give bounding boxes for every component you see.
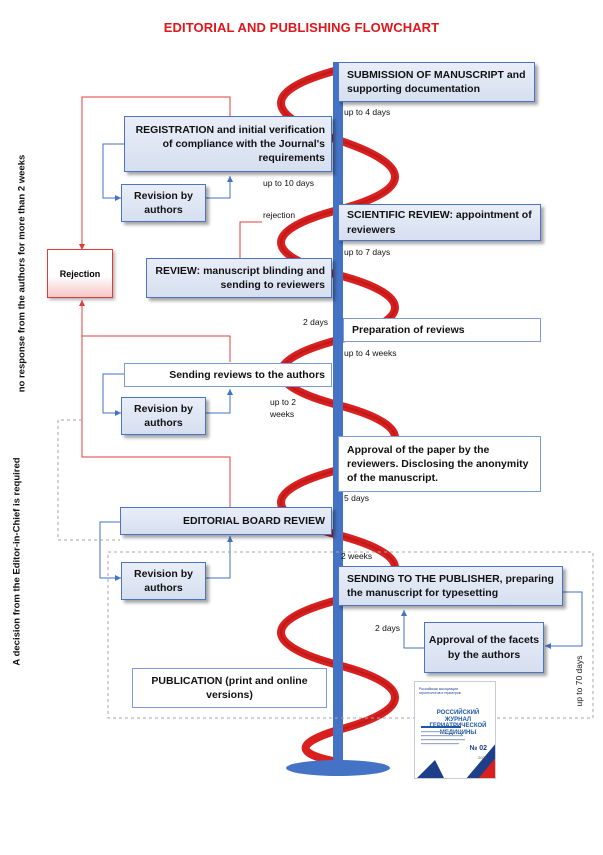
- label-up-to-70-days: up to 70 days: [574, 655, 584, 707]
- cover-issue: № 02: [469, 745, 487, 752]
- publication-box: PUBLICATION (print and online versions): [132, 668, 327, 708]
- revision-loops: [99, 143, 583, 649]
- sending-reviews-box: Sending reviews to the authors: [124, 363, 332, 387]
- revision-label-1: Revision by authors: [134, 189, 193, 216]
- cover-graphic: [417, 726, 495, 778]
- facets-box: Approval of the facets by the authors: [424, 622, 544, 673]
- review-box: REVIEW: manuscript blinding and sending …: [146, 258, 332, 298]
- central-spine: [333, 62, 343, 767]
- label-up-to-4-days: up to 4 days: [344, 107, 391, 117]
- approval-label: Approval of the paper by the reviewers. …: [347, 443, 529, 485]
- revision-box-1: Revision by authors: [121, 184, 206, 222]
- scientific-review-label: SCIENTIFIC REVIEW: appointment of review…: [347, 209, 532, 236]
- rejection-label: Rejection: [59, 268, 101, 279]
- label-2-days: 2 days: [303, 317, 329, 327]
- submission-box: SUBMISSION OF MANUSCRIPT and supporting …: [338, 62, 535, 102]
- page-title: EDITORIAL AND PUBLISHING FLOWCHART: [163, 20, 440, 35]
- approval-box: Approval of the paper by the reviewers. …: [338, 436, 541, 492]
- sending-reviews-label: Sending reviews to the authors: [169, 368, 325, 381]
- rejection-box: Rejection: [47, 249, 113, 298]
- cover-publisher: Российская ассоциация геронтологов и гер…: [419, 687, 461, 696]
- label-up-to-7-days: up to 7 days: [344, 247, 391, 257]
- registration-label: REGISTRATION and initial verification of…: [135, 123, 325, 165]
- rejection-connectors: [79, 96, 262, 507]
- label-up-to-2-weeks: up to 2 weeks: [270, 397, 296, 420]
- facets-label: Approval of the facets by the authors: [428, 634, 540, 661]
- label-rejection: rejection: [263, 210, 296, 220]
- label-2-days-b: 2 days: [375, 623, 401, 633]
- registration-box: REGISTRATION and initial verification of…: [124, 116, 332, 172]
- label-up-to-10-days: up to 10 days: [263, 178, 315, 188]
- label-up-to-4-weeks: up to 4 weeks: [344, 348, 397, 358]
- preparation-box: Preparation of reviews: [343, 318, 541, 342]
- scientific-review-box: SCIENTIFIC REVIEW: appointment of review…: [338, 204, 541, 241]
- revision-label-3: Revision by authors: [134, 567, 193, 594]
- sending-publisher-box: SENDING TO THE PUBLISHER, preparing the …: [338, 566, 563, 606]
- editorial-board-box: EDITORIAL BOARD REVIEW: [120, 507, 332, 535]
- review-label: REVIEW: manuscript blinding and sending …: [155, 264, 325, 291]
- submission-label: SUBMISSION OF MANUSCRIPT and supporting …: [347, 68, 526, 95]
- label-5-days: 5 days: [344, 493, 370, 503]
- publication-label: PUBLICATION (print and online versions): [151, 674, 308, 701]
- revision-box-3: Revision by authors: [121, 562, 206, 600]
- journal-cover-image: Российская ассоциация геронтологов и гер…: [414, 681, 496, 779]
- cover-year: 2020: [478, 755, 487, 760]
- editor-decision-note: A decision from the Editor-in-Chief is r…: [11, 457, 23, 666]
- editorial-board-label: EDITORIAL BOARD REVIEW: [183, 514, 325, 527]
- revision-label-2: Revision by authors: [134, 402, 193, 429]
- sending-publisher-label: SENDING TO THE PUBLISHER, preparing the …: [347, 572, 554, 599]
- label-2-weeks: 2 weeks: [341, 551, 373, 561]
- no-response-note: no response from the authors for more th…: [16, 154, 28, 393]
- dashed-guides: [57, 419, 594, 719]
- spine-base: [286, 760, 390, 776]
- revision-box-2: Revision by authors: [121, 397, 206, 435]
- preparation-label: Preparation of reviews: [352, 323, 465, 336]
